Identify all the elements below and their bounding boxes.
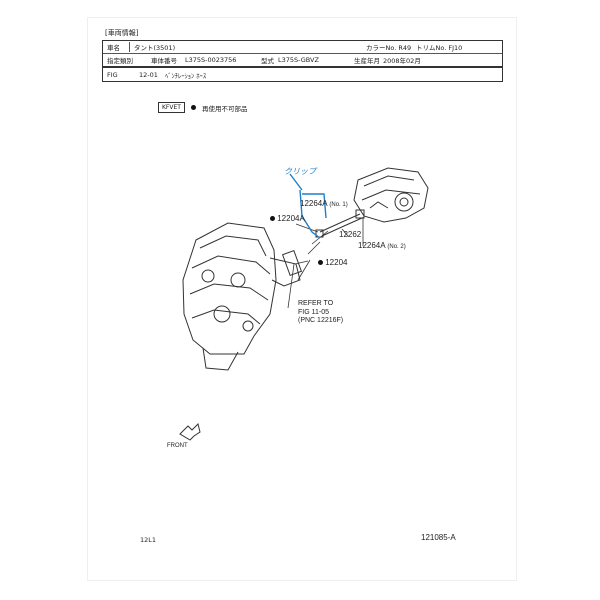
annotation-note: クリップ [284,167,316,176]
fig-row: FIG 12-01 ﾍﾞﾝﾁﾚｰｼｮﾝ ﾎｰｽ [102,67,503,82]
bullet-icon [190,105,196,110]
engine-diagram [179,167,429,441]
front-arrow-icon [179,423,201,441]
model-value: タント(3501) [129,42,362,52]
figure-number: 121085-A [421,533,456,542]
part-label-12264a-no1: 12264A (No. 1) [300,199,348,208]
fig-name: ﾍﾞﾝﾁﾚｰｼｮﾝ ﾎｰｽ [165,71,207,80]
footer-code: 12L1 [140,536,157,544]
legend: KFVET 再使用不可部品 [158,102,247,113]
date-value: 2008年02月 [383,57,421,65]
body-label: 車体番号 [151,57,177,65]
date-label: 生産年月 [354,57,380,65]
refer-to-note: REFER TO FIG 11-05 (PNC 12216F) [298,300,344,324]
fig-label: FIG [107,70,118,79]
part-label-12262: 12262 [339,230,362,239]
spec-label: 指定類別 [107,57,133,65]
color-label: カラーNo. R49 [366,44,412,52]
part-label-12264a-no2: 12264A (No. 2) [358,241,406,250]
annotation-marks [289,173,327,239]
vehicle-info-table: 車名 タント(3501) カラーNo. R49 トリムNo. FJ10 指定類別… [102,40,503,67]
vehicle-row-2: 指定類別 車体番号 L375S-0023756 型式 L375S-GBVZ 生産… [103,54,502,66]
engine-block-drawing [182,222,303,371]
type-label: 型式 [261,57,274,65]
trim-label: トリムNo. FJ10 [416,44,463,52]
part-label-12204a: 12204A [270,214,305,223]
legend-box: KFVET [158,102,185,113]
vehicle-row-1: 車名 タント(3501) カラーNo. R49 トリムNo. FJ10 [103,41,502,54]
body-number: L375S-0023756 [185,56,237,64]
non-reusable-bullet [318,260,323,265]
section-title: [車両情報] [105,29,139,37]
model-label: 車名 [107,44,120,52]
non-reusable-bullet [270,216,275,221]
intake-manifold-drawing [353,167,429,223]
parts-catalog-page: [車両情報] 車名 タント(3501) カラーNo. R49 トリムNo. FJ… [88,18,516,580]
front-label: FRONT [167,443,188,449]
part-label-12204: 12204 [318,258,347,267]
leader-lines [287,217,364,309]
legend-text: 再使用不可部品 [201,104,248,113]
fig-code: 12-01 [139,70,158,79]
type-value: L375S-GBVZ [278,56,319,64]
